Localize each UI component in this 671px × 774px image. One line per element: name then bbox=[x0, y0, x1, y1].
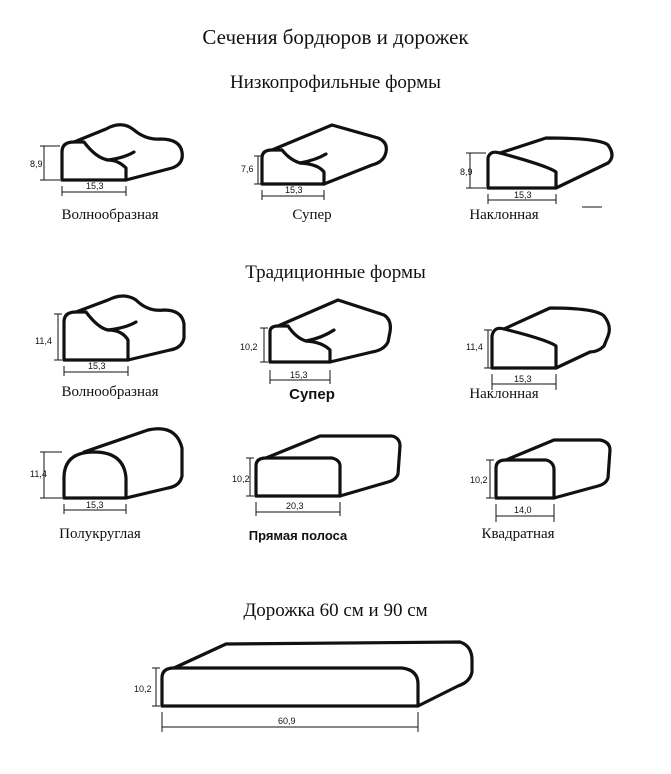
low-wave-height: 8,9 bbox=[30, 159, 43, 169]
low-slope-profile: 8,9 15,3 bbox=[460, 136, 614, 208]
half-round-profile: 11,4 15,3 bbox=[30, 427, 184, 514]
section-title-path: Дорожка 60 см и 90 см bbox=[243, 600, 428, 621]
caption-trad-super: Супер bbox=[289, 386, 335, 403]
trad-wave-height: 11,4 bbox=[35, 336, 52, 346]
strip-width: 20,3 bbox=[286, 501, 304, 511]
square-height: 10,2 bbox=[470, 475, 488, 485]
caption-low-super: Супер bbox=[292, 207, 332, 223]
trad-wave-width: 15,3 bbox=[88, 361, 106, 371]
page-title: Сечения бордюров и дорожек bbox=[202, 25, 469, 49]
trad-slope-width: 15,3 bbox=[514, 374, 532, 384]
path-height: 10,2 bbox=[134, 684, 152, 694]
caption-low-slope: Наклонная bbox=[469, 207, 539, 223]
trad-super-width: 15,3 bbox=[290, 370, 308, 380]
trad-slope-profile: 11,4 15,3 bbox=[466, 306, 611, 390]
low-wave-profile: 8,9 15,3 bbox=[30, 123, 184, 196]
caption-half-round: Полукруглая bbox=[59, 526, 141, 542]
low-slope-width: 15,3 bbox=[514, 190, 532, 200]
half-round-height: 11,4 bbox=[30, 469, 47, 479]
path-width: 60,9 bbox=[278, 716, 296, 726]
caption-strip: Прямая полоса bbox=[248, 528, 348, 543]
square-width: 14,0 bbox=[514, 505, 532, 515]
caption-low-wave: Волнообразная bbox=[61, 207, 159, 223]
strip-height: 10,2 bbox=[232, 474, 250, 484]
section-title-low-profile: Низкопрофильные формы bbox=[230, 72, 441, 93]
trad-wave-profile: 11,4 15,3 bbox=[35, 294, 186, 376]
low-slope-height: 8,9 bbox=[460, 167, 473, 177]
caption-square: Квадратная bbox=[481, 526, 555, 542]
low-super-height: 7,6 bbox=[241, 164, 254, 174]
trad-super-height: 10,2 bbox=[240, 342, 258, 352]
low-super-profile: 7,6 15,3 bbox=[241, 123, 388, 200]
caption-trad-slope: Наклонная bbox=[469, 386, 539, 402]
half-round-width: 15,3 bbox=[86, 500, 104, 510]
section-title-traditional: Традиционные формы bbox=[245, 262, 426, 283]
low-wave-width: 15,3 bbox=[86, 181, 104, 191]
trad-slope-height: 11,4 bbox=[466, 342, 483, 352]
square-profile: 10,2 14,0 bbox=[470, 438, 612, 522]
path-slab-profile: 10,2 60,9 bbox=[134, 640, 474, 732]
low-super-width: 15,3 bbox=[285, 185, 303, 195]
strip-profile: 10,2 20,3 bbox=[232, 434, 402, 516]
trad-super-profile: 10,2 15,3 bbox=[240, 298, 392, 384]
caption-trad-wave: Волнообразная bbox=[61, 384, 159, 400]
